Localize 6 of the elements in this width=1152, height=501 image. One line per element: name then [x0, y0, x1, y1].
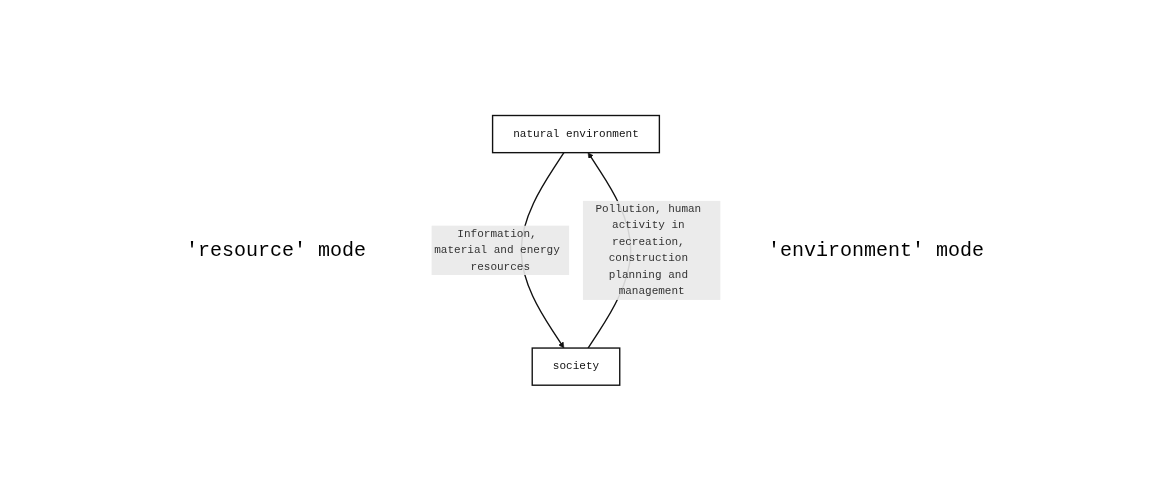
- node-box: society: [531, 347, 621, 387]
- edge-label: Information, material and energy resources: [434, 227, 560, 274]
- mode-label: 'environment' mode: [766, 239, 985, 262]
- mode-label: 'resource' mode: [185, 239, 368, 262]
- node-box: natural environment: [491, 114, 661, 154]
- edge-label: Pollution, human activity in recreation, construction planning and management: [595, 203, 702, 298]
